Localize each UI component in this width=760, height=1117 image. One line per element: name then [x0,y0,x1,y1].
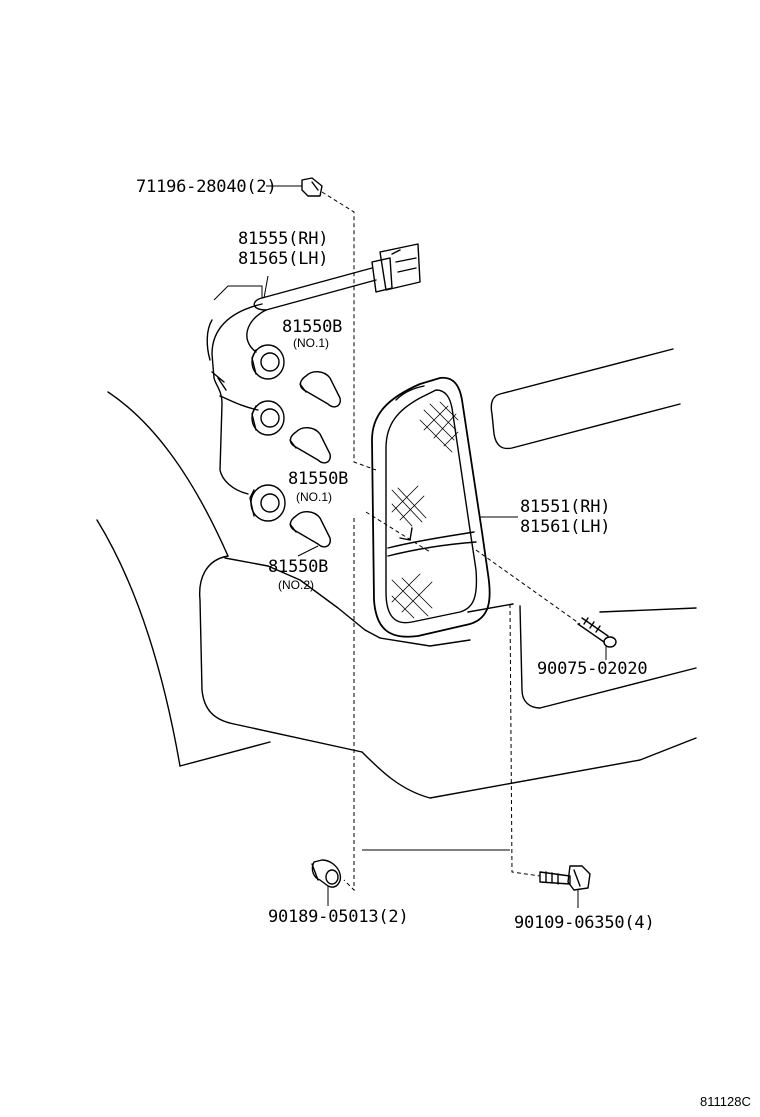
leader-lines-solid [213,185,607,908]
callout-socket-lh: 81565(LH) [238,249,329,269]
callout-bulb-c-note: (NO.2) [278,578,314,592]
callout-socket-rh: 81555(RH) [238,229,329,249]
bulb-socket-upper [251,344,285,380]
wiring-harness [206,243,421,495]
bulb-socket-lower [249,484,286,522]
callout-lamp-lh: 81561(LH) [520,517,611,537]
tail-lamp-assembly [371,376,491,638]
bulb-upper [299,371,342,408]
callout-bulb-a-note: (NO.1) [293,336,329,350]
callout-bulb-c-part: 81550B [268,557,329,577]
figure-id: 811128C [700,1094,751,1109]
callout-bulb-b-note: (NO.1) [296,490,332,504]
clip-top [301,177,323,197]
bolt [539,865,591,891]
screw [577,617,617,648]
leader-lines-dashed [321,191,581,892]
clip-bottom [311,859,342,888]
callout-bulb-b-part: 81550B [288,469,349,489]
callout-bulb-a-part: 81550B [282,317,343,337]
callout-bolt: 90109-06350(4) [514,913,655,933]
bulb-socket-middle [251,400,285,436]
callout-lamp-rh: 81551(RH) [520,497,611,517]
body-panel-outline [96,348,697,799]
callout-clip-bottom: 90189-05013(2) [268,907,409,927]
callout-clip-top: 71196-28040(2) [136,177,277,197]
callout-screw: 90075-02020 [537,659,648,679]
bulb-middle [289,427,332,464]
bulb-lower [289,511,332,548]
